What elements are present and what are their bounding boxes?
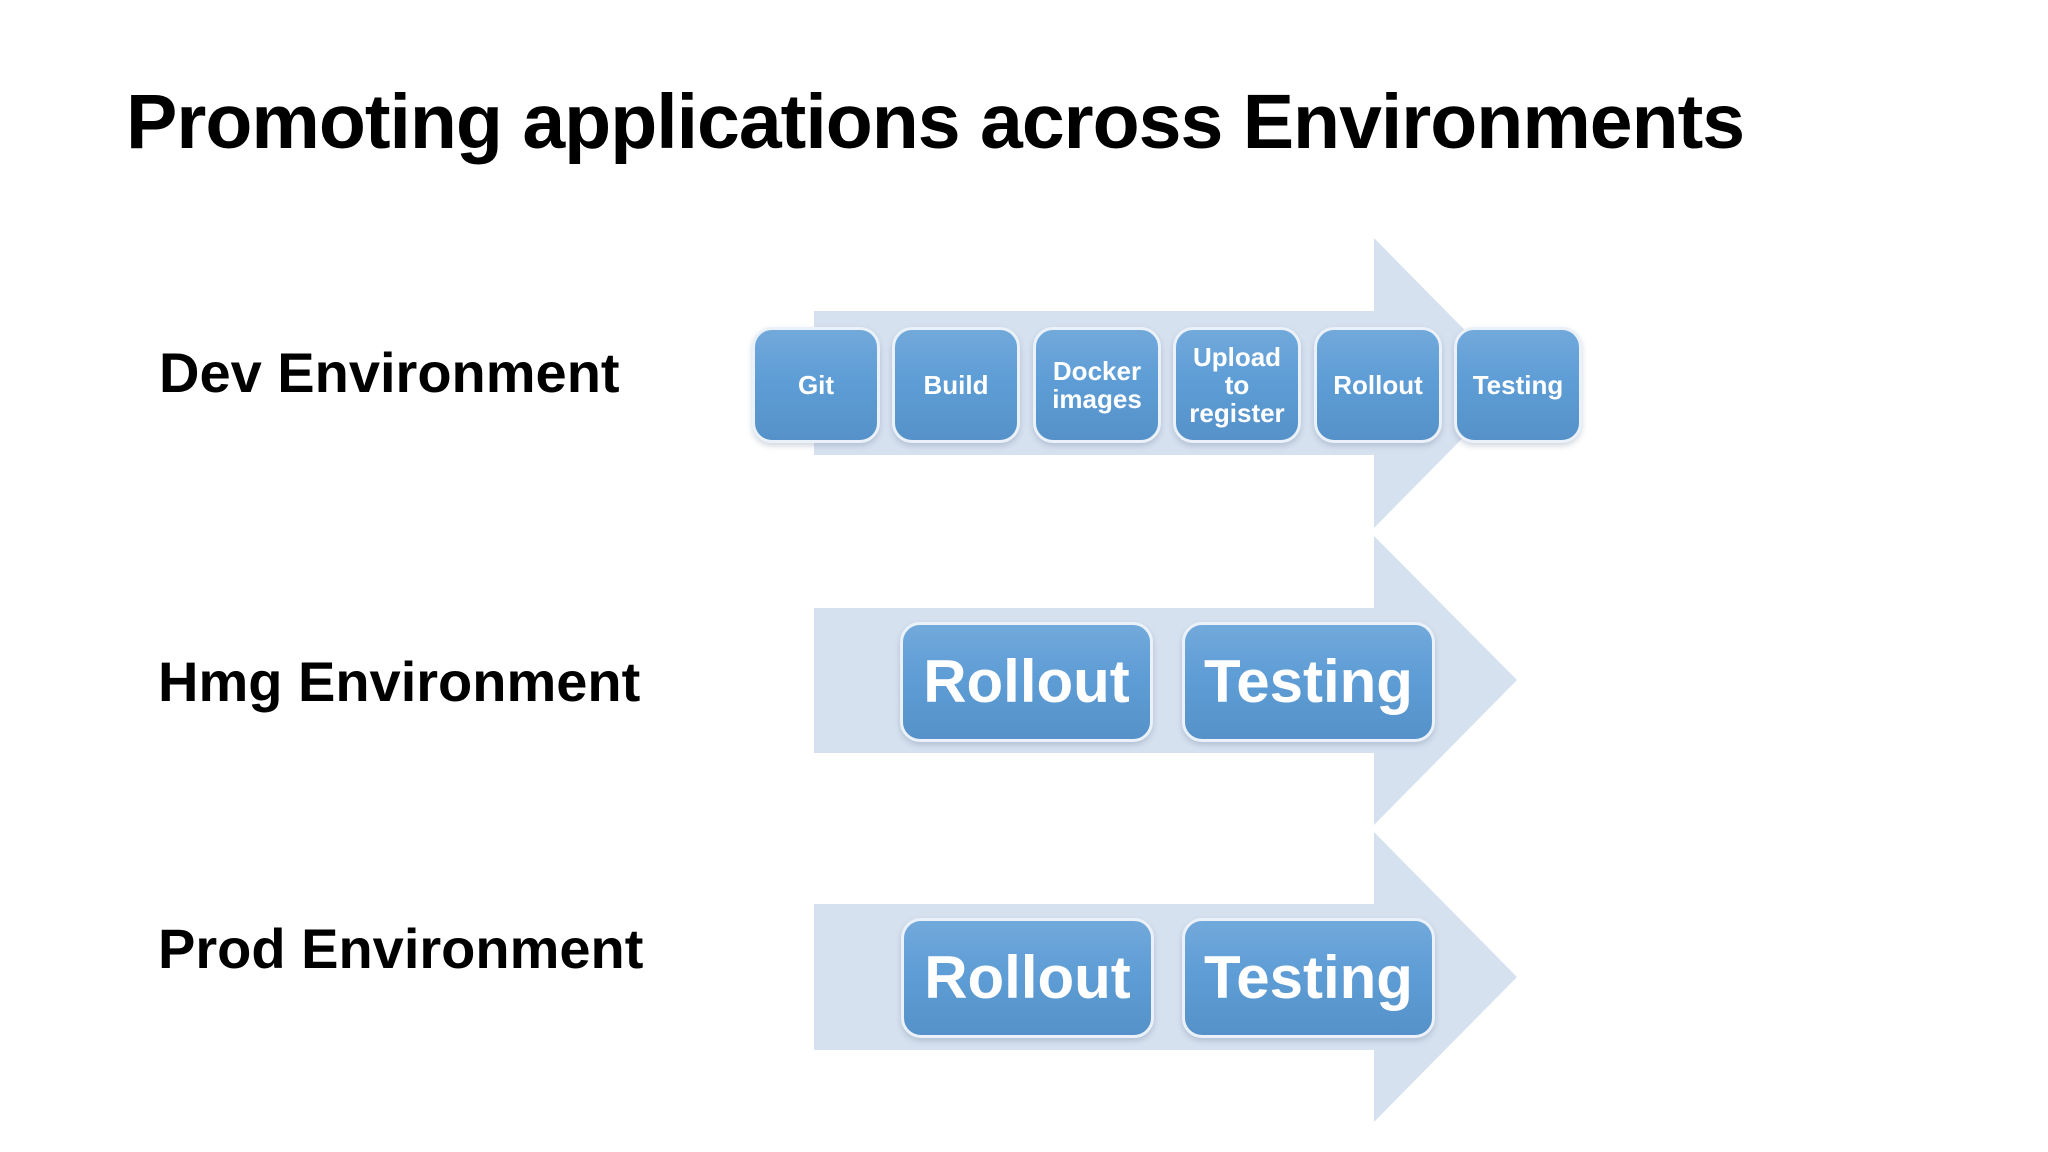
step-box-docker-images: Docker images [1033,327,1161,443]
step-label-rollout-prod: Rollout [924,944,1131,1011]
step-box-testing-hmg: Testing [1182,622,1435,742]
step-label-upload-to-register: Upload to register [1189,342,1285,428]
step-box-upload-to-register: Upload to register [1173,327,1301,443]
slide-title: Promoting applications across Environmen… [126,79,1745,165]
step-label-rollout-dev: Rollout [1333,370,1423,400]
step-label-testing-prod: Testing [1204,944,1413,1011]
env-label-prod: Prod Environment [158,917,644,980]
step-label-testing-hmg: Testing [1204,648,1413,715]
step-box-git: Git [752,327,880,443]
step-label-build: Build [923,370,989,400]
env-label-dev: Dev Environment [159,341,620,404]
step-label-rollout-hmg: Rollout [923,648,1130,715]
step-label-docker-images: Docker images [1052,356,1142,414]
env-label-hmg: Hmg Environment [158,650,641,713]
step-box-testing-prod: Testing [1182,918,1435,1038]
step-box-rollout-prod: Rollout [901,918,1154,1038]
step-box-build: Build [892,327,1020,443]
step-box-testing-dev: Testing [1454,327,1582,443]
step-label-testing-dev: Testing [1472,370,1564,400]
step-box-rollout-hmg: Rollout [900,622,1153,742]
step-box-rollout-dev: Rollout [1314,327,1442,443]
step-label-git: Git [797,370,835,400]
